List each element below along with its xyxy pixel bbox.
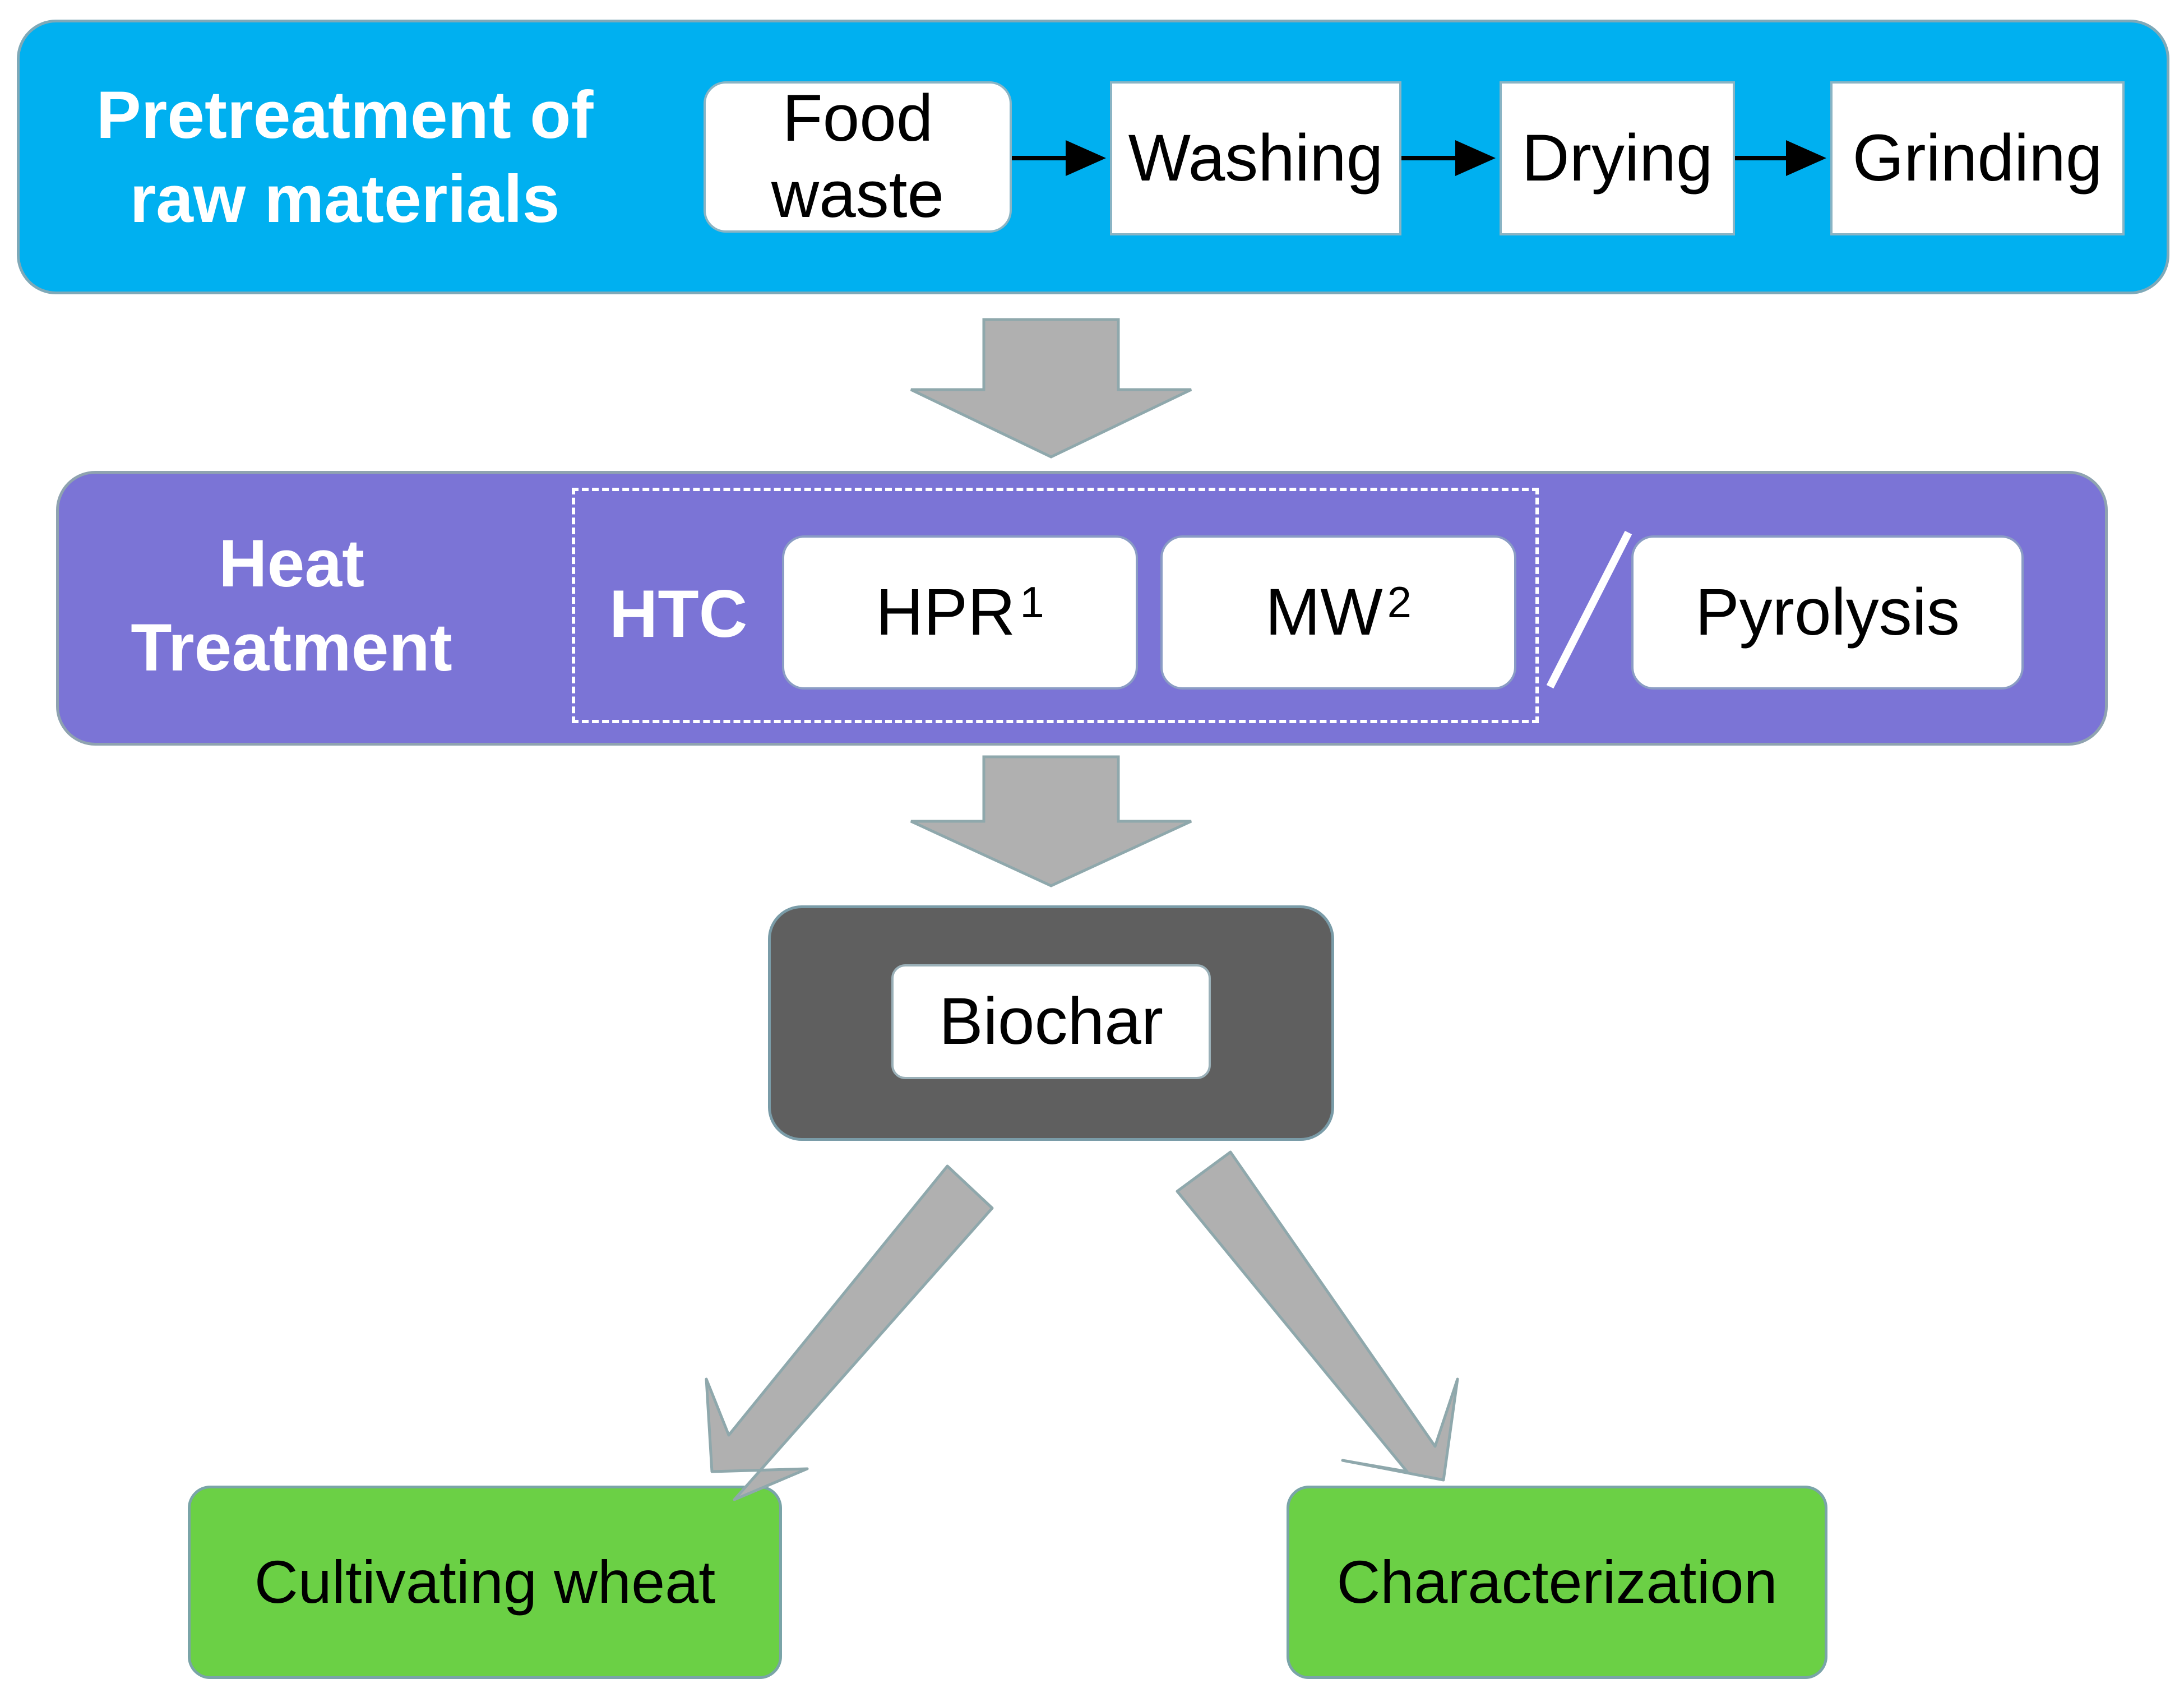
htc-label: HTC — [609, 576, 748, 651]
hpr-label: HPR — [876, 575, 1016, 649]
step-washing: Washing — [1110, 81, 1401, 235]
step-food-waste-line1: Food — [782, 81, 933, 156]
htc-group-dashed-border — [572, 488, 1539, 723]
mw-superscript: 2 — [1387, 577, 1412, 627]
mw-label: MW — [1265, 575, 1383, 649]
biochar-box: Biochar — [891, 964, 1211, 1079]
down-arrow-pretreatment-to-heat — [910, 318, 1192, 459]
pretreatment-title-line1: Pretreatment of — [96, 77, 594, 152]
down-arrow-heat-to-biochar — [910, 755, 1192, 887]
diagonal-arrow-to-cultivating-wheat — [705, 1164, 994, 1501]
biochar-label: Biochar — [938, 984, 1164, 1058]
step-drying-label: Drying — [1521, 121, 1713, 195]
output-cultivating-wheat-label: Cultivating wheat — [254, 1548, 716, 1616]
output-cultivating-wheat: Cultivating wheat — [188, 1486, 782, 1679]
heat-treatment-title-line2: Treatment — [131, 610, 452, 685]
heat-treatment-title: Heat Treatment — [95, 516, 488, 695]
heat-treatment-title-line1: Heat — [218, 526, 365, 601]
pyrolysis-label: Pyrolysis — [1695, 575, 1960, 649]
step-grinding-label: Grinding — [1852, 121, 2103, 195]
step-washing-label: Washing — [1128, 121, 1383, 195]
step-food-waste: Food waste — [704, 81, 1012, 233]
pyrolysis-box: Pyrolysis — [1631, 535, 2024, 690]
output-characterization: Characterization — [1287, 1486, 1827, 1679]
hpr-superscript: 1 — [1020, 577, 1044, 627]
diagonal-arrow-to-characterization — [1176, 1150, 1459, 1482]
pretreatment-title: Pretreatment of raw materials — [50, 73, 639, 241]
htc-pyrolysis-separator — [1546, 530, 1632, 689]
pretreatment-title-line2: raw materials — [129, 161, 560, 237]
step-food-waste-line2: waste — [771, 158, 945, 232]
output-characterization-label: Characterization — [1336, 1548, 1778, 1616]
step-grinding: Grinding — [1830, 81, 2125, 235]
step-drying: Drying — [1500, 81, 1735, 235]
